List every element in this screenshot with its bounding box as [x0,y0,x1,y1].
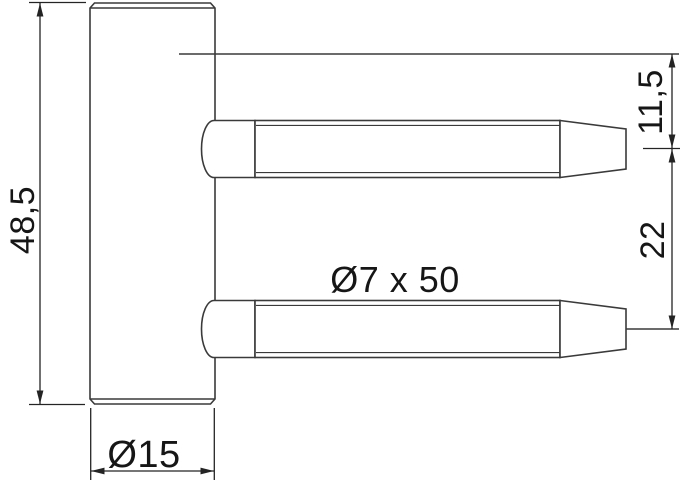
pin1-offset-label: 11,5 [632,69,670,135]
pin-top-shaft [254,119,561,179]
pin-spacing-label: 22 [634,221,672,260]
pin-bottom [200,299,627,359]
hinge-body [89,2,216,405]
body-diameter-arrow-right [200,467,214,475]
pin-bottom-taper [559,299,627,359]
pin-offset-arrow-up-top [668,54,676,68]
body-outline [89,2,216,405]
dimension-body-height: 48,5 [4,1,86,406]
body-height-label: 48,5 [4,186,42,254]
pin-offset-arrow-down-mid [668,134,676,148]
pin-bottom-shaft [254,299,561,359]
body-diameter-label: Ø15 [107,434,180,476]
pin-top-cap [200,119,256,179]
body-height-arrow-down [36,390,44,404]
pin-top [200,119,627,179]
pin-top-taper [559,119,627,179]
pin-spacing-arrow-up-mid [668,149,676,163]
body-height-arrow-up [36,3,44,17]
pin-bottom-cap [200,299,256,359]
pin-size-label: Ø7 x 50 [330,259,460,300]
dimension-body-diameter: Ø15 [90,408,215,480]
body-diameter-arrow-left [91,467,105,475]
dimension-pin-offsets: 11,5 22 [632,54,680,329]
pin-spacing-arrow-down-bottom [668,315,676,329]
